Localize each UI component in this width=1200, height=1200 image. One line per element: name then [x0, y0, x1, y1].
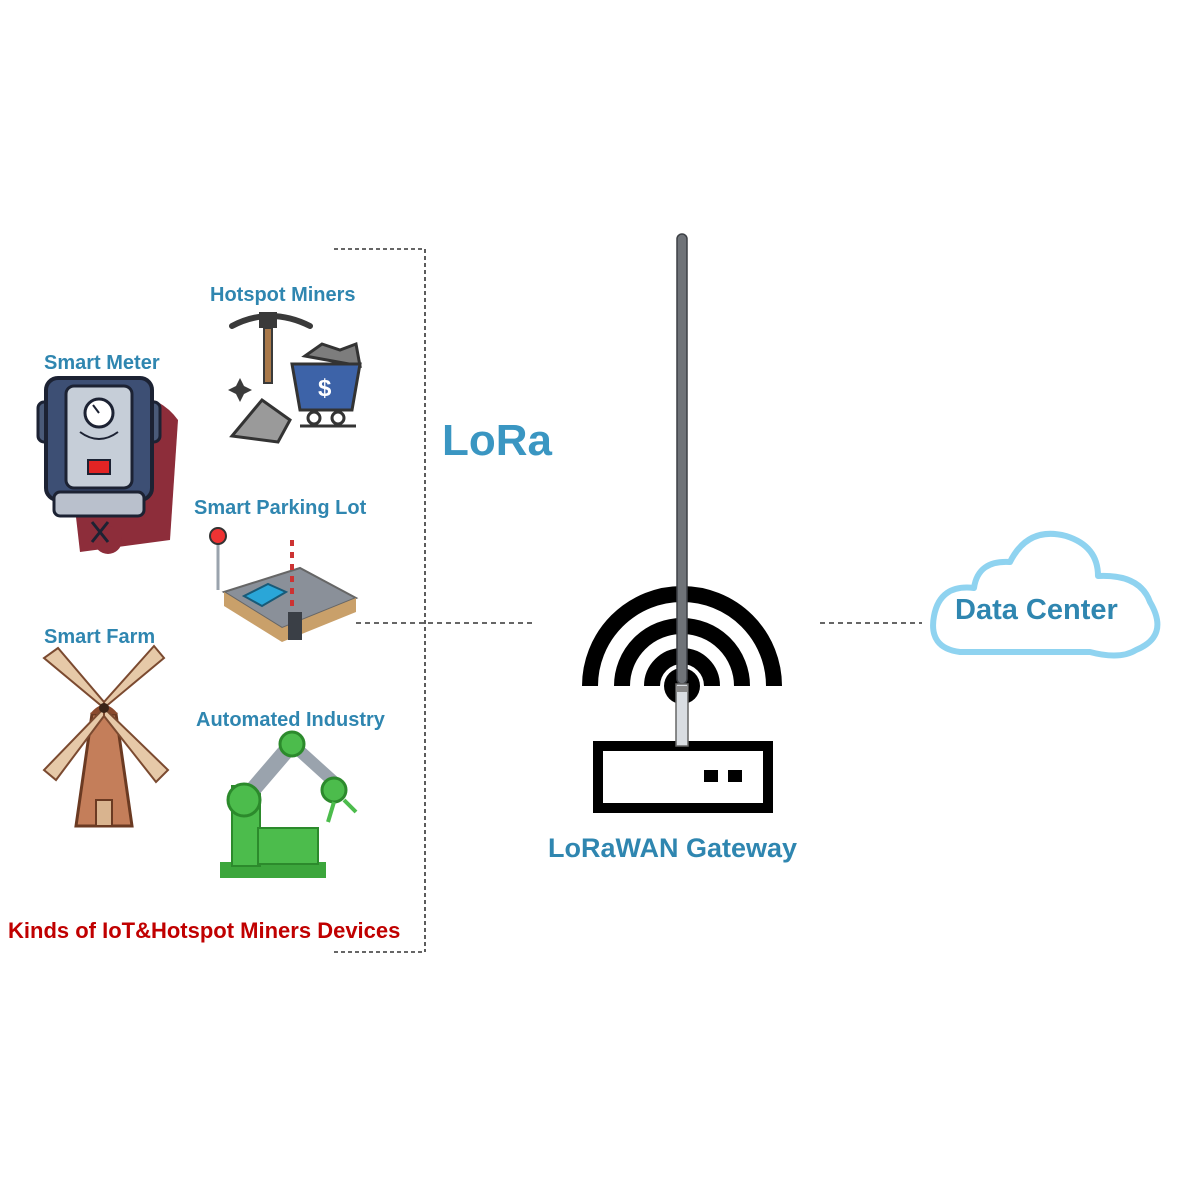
antenna-icon: [675, 233, 689, 747]
device-label-smart-meter: Smart Meter: [44, 352, 160, 374]
device-label-hotspot-miners: Hotspot Miners: [210, 284, 356, 306]
svg-text:$: $: [318, 375, 332, 402]
data-center-label: Data Center: [955, 594, 1118, 626]
gateway-label: LoRaWAN Gateway: [548, 833, 798, 863]
mining-cart-icon: $: [228, 312, 362, 444]
windmill-icon: [42, 644, 170, 828]
robot-arm-icon: [220, 730, 358, 878]
protocol-label: LoRa: [442, 416, 552, 465]
cloud-icon: [930, 530, 1161, 659]
device-label-automated-industry: Automated Industry: [196, 709, 385, 731]
device-label-smart-parking-lot: Smart Parking Lot: [194, 497, 367, 519]
parking-lot-icon: [209, 527, 359, 642]
device-label-smart-farm: Smart Farm: [44, 626, 156, 648]
smart-meter-icon: [36, 376, 178, 554]
device-group-caption: Kinds of IoT&Hotspot Miners Devices: [8, 918, 401, 943]
device-group-bracket: [334, 248, 426, 953]
